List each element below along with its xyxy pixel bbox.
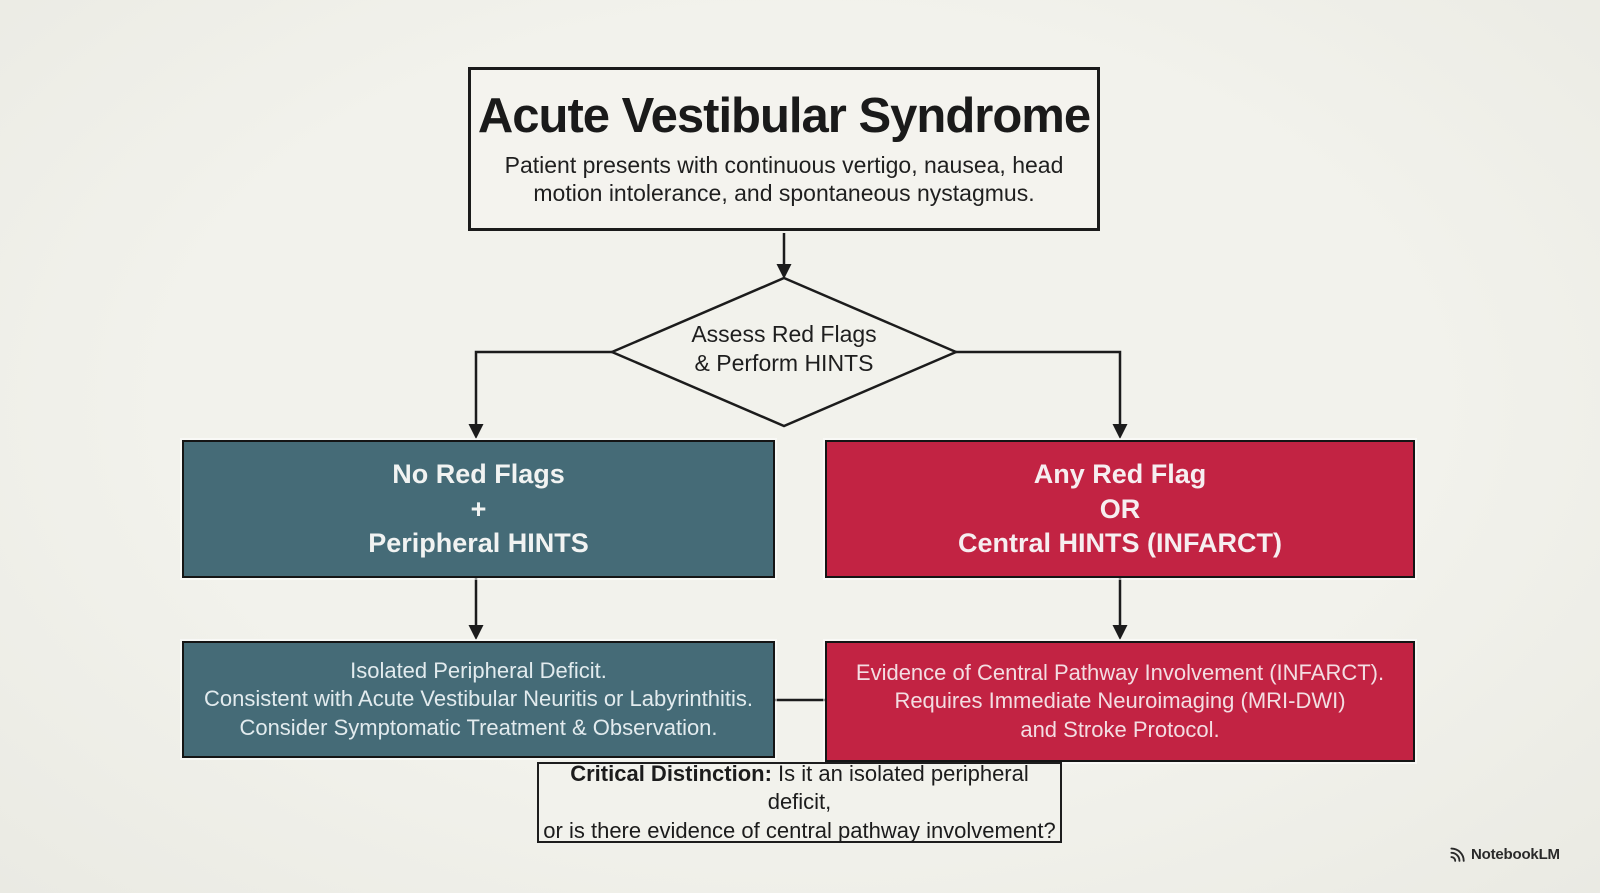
- central-outcome-box: Any Red Flag OR Central HINTS (INFARCT): [825, 440, 1415, 578]
- detail-line: Consider Symptomatic Treatment & Observa…: [239, 714, 718, 740]
- subtitle-line: Patient presents with continuous vertigo…: [504, 151, 1064, 178]
- notebooklm-logo-icon: [1450, 847, 1465, 862]
- arrow-central-outcome-to-detail: [1112, 578, 1128, 640]
- central-detail-box: Evidence of Central Pathway Involvement …: [825, 641, 1415, 762]
- outcome-line: Peripheral HINTS: [368, 528, 589, 559]
- title-box: Acute Vestibular Syndrome Patient presen…: [468, 67, 1100, 231]
- arrowhead-down-icon: [468, 625, 484, 640]
- peripheral-detail-box: Isolated Peripheral Deficit. Consistent …: [182, 641, 775, 758]
- arrow-title-to-decision: [776, 233, 792, 279]
- outcome-line: Any Red Flag: [1033, 459, 1207, 490]
- critical-question-part2: or is there evidence of central pathway …: [543, 817, 1056, 843]
- detail-line: and Stroke Protocol.: [1020, 716, 1220, 742]
- decision-diamond: [608, 276, 960, 428]
- detail-line: Requires Immediate Neuroimaging (MRI-DWI…: [894, 688, 1346, 714]
- arrowhead-down-icon: [468, 424, 484, 439]
- arrow-decision-to-peripheral: [468, 350, 612, 439]
- detail-line: Isolated Peripheral Deficit.: [350, 657, 607, 683]
- detail-line: Consistent with Acute Vestibular Neuriti…: [203, 686, 754, 712]
- detail-line: Evidence of Central Pathway Involvement …: [855, 659, 1385, 685]
- outcome-line: OR: [1099, 493, 1141, 524]
- notebooklm-watermark: NotebookLM: [1448, 846, 1560, 863]
- arrowhead-down-icon: [776, 264, 792, 279]
- decision-line: & Perform HINTS: [694, 349, 874, 376]
- arrow-decision-to-central: [956, 350, 1128, 439]
- critical-distinction-box: Critical Distinction: Is it an isolated …: [537, 760, 1062, 846]
- title-subtitle: Patient presents with continuous vertigo…: [505, 151, 1064, 207]
- page-title: Acute Vestibular Syndrome: [477, 89, 1091, 144]
- outcome-line: Central HINTS (INFARCT): [958, 528, 1282, 559]
- arrowhead-down-icon: [1112, 424, 1128, 439]
- arrowhead-down-icon: [1112, 625, 1128, 640]
- outcome-line: No Red Flags: [392, 459, 565, 490]
- decision-line: Assess Red Flags: [691, 321, 877, 347]
- outcome-line: +: [470, 493, 487, 524]
- critical-question-part1: Is it an isolated peripheral deficit,: [767, 760, 1029, 815]
- critical-distinction-label: Critical Distinction:: [570, 760, 772, 786]
- critical-distinction-text: Critical Distinction: Is it an isolated …: [539, 760, 1060, 846]
- watermark-brand-label: NotebookLM: [1471, 846, 1560, 863]
- arrow-peripheral-outcome-to-detail: [468, 578, 484, 640]
- subtitle-line: motion intolerance, and spontaneous nyst…: [533, 179, 1035, 206]
- peripheral-outcome-box: No Red Flags + Peripheral HINTS: [182, 440, 775, 578]
- decision-diamond-label: Assess Red Flags & Perform HINTS: [634, 320, 934, 378]
